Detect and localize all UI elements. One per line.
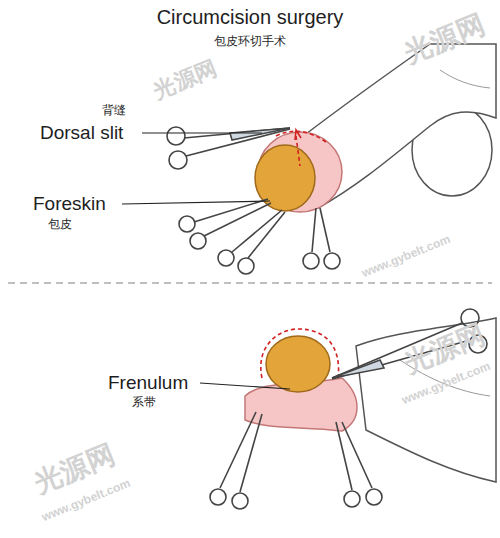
title: Circumcision surgery bbox=[0, 6, 500, 29]
part-label: 系带 bbox=[132, 396, 156, 410]
divider bbox=[8, 282, 492, 284]
slit-arrow bbox=[295, 130, 301, 140]
slit-line bbox=[296, 136, 300, 166]
watermark: 光源网 bbox=[150, 55, 221, 103]
hemostat-clamps bbox=[179, 199, 340, 274]
leader-line bbox=[122, 201, 270, 204]
shaft-shape bbox=[356, 318, 496, 482]
part-label: Frenulum bbox=[108, 372, 188, 394]
part-label: 背缝 bbox=[102, 104, 126, 118]
bottom-figure bbox=[200, 309, 496, 509]
leader-line bbox=[200, 383, 290, 389]
leader-line bbox=[142, 132, 262, 133]
glans-shape bbox=[266, 336, 330, 392]
part-label: Foreskin bbox=[33, 193, 106, 215]
part-label: 包皮 bbox=[48, 218, 72, 232]
watermark: www.gybelt.com bbox=[360, 233, 453, 281]
cut-line bbox=[261, 329, 339, 380]
part-label: Dorsal slit bbox=[40, 122, 123, 144]
hemostat-clamps bbox=[210, 412, 382, 509]
shade-line bbox=[440, 70, 490, 88]
